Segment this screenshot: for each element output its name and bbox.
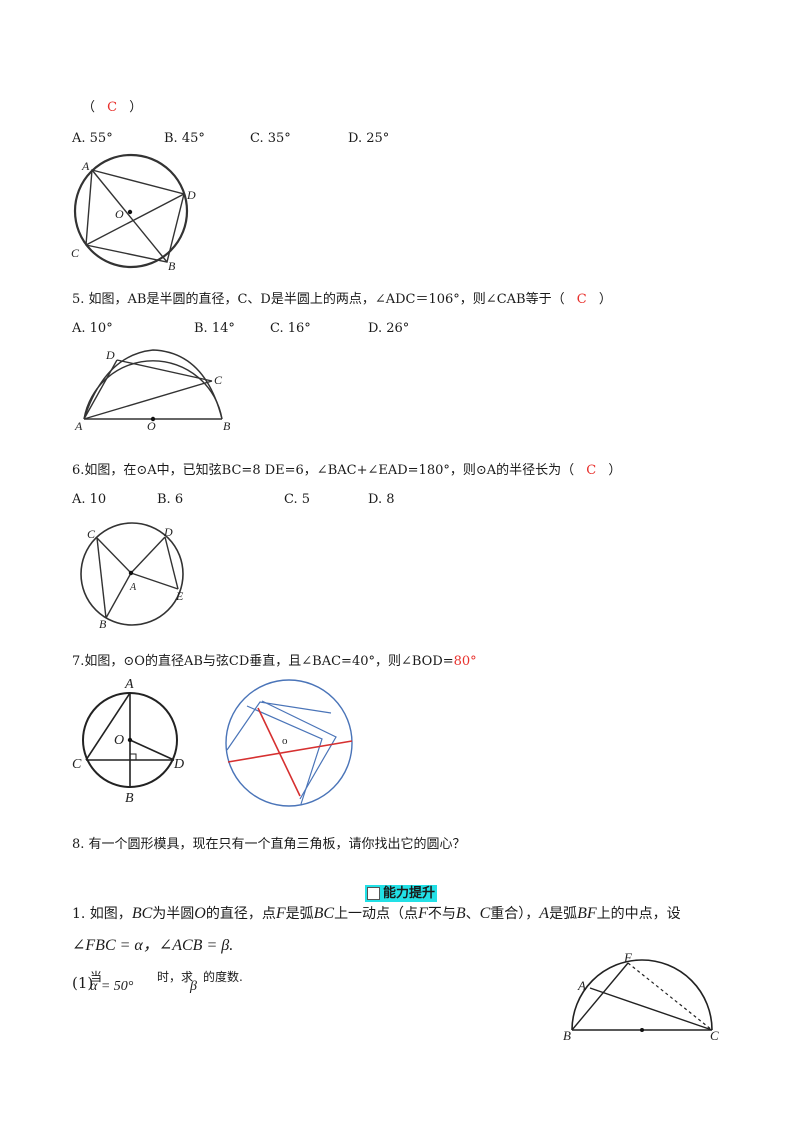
q7-answer: 80° <box>453 654 477 669</box>
p1-text-c: 的直径，点 <box>205 906 276 922</box>
p1-text-d: 是弧 <box>285 906 314 922</box>
p1-math-f: F <box>275 905 286 922</box>
q6-option-c: C. 5 <box>284 492 311 507</box>
p1-label-c: C <box>710 1028 719 1043</box>
q5-text: 5. 如图，AB是半圆的直径，C、D是半圆上的两点，∠ADC＝106°，则∠CA… <box>72 292 565 307</box>
q4-option-a: A. 55° <box>72 131 113 146</box>
q6-question: 6.如图，在⊙A中，已知弦BC=8 DE=6，∠BAC+∠EAD=180°，则⊙… <box>72 462 621 480</box>
p1-text-e: 上一动点（点 <box>334 906 419 922</box>
q4-option-b: B. 45° <box>164 131 205 146</box>
p1-math-bc2: BC <box>313 905 335 922</box>
p1-label-f: F <box>623 950 633 965</box>
q8-question: 8. 有一个圆形模具，现在只有一个直角三角板，请你找出它的圆心？ <box>72 836 466 854</box>
q7-question: 7.如图，⊙O的直径AB与弦CD垂直，且∠BAC=40°，则∠BOD=80° <box>72 653 477 671</box>
p1-math-a: A <box>539 905 550 922</box>
p1-math-f2: F <box>418 905 428 922</box>
heading-box-icon <box>367 887 380 900</box>
q4-option-d: D. 25° <box>348 131 390 146</box>
q7-label-d: D <box>173 757 184 772</box>
p1-text-a: 1. 如图， <box>72 906 132 922</box>
q5-label-d: D <box>105 348 115 362</box>
p1-sub-end: 的度数. <box>203 970 243 984</box>
q6-label-c: C <box>87 527 96 541</box>
p1-sub-num: (1) <box>72 974 94 992</box>
q5-option-c: C. 16° <box>270 321 311 336</box>
q6-option-d: D. 8 <box>368 492 395 507</box>
q6-answer: C <box>586 463 597 478</box>
q7-label-b: B <box>125 791 134 806</box>
p1-text-b: 为半圆 <box>152 906 195 922</box>
q6-option-a: A. 10 <box>72 492 107 507</box>
q4-answer: C <box>107 100 118 115</box>
p1-label-a: A <box>577 978 586 993</box>
q5-answer: C <box>576 292 587 307</box>
p1-math-bf: BF <box>577 905 597 922</box>
q5-label-b: B <box>223 419 231 433</box>
q4-paren-open: （ <box>82 100 96 115</box>
p1-sub-shi: 时，求 <box>157 970 194 984</box>
q6-label-e: E <box>175 589 184 603</box>
section-heading: 能力提升 <box>365 885 437 902</box>
p1-math-bc: BC <box>131 905 153 922</box>
p1-sub-beta: β <box>190 979 197 994</box>
p1-text-h: 重合）， <box>490 906 540 922</box>
q4-label-c: C <box>71 246 80 260</box>
p1-sub-cond: α = 50° <box>90 979 134 994</box>
q7-label-center: o <box>282 735 288 747</box>
q6-option-b: B. 6 <box>157 492 184 507</box>
p1-math-o: O <box>194 905 206 922</box>
p1-sub-dang: 当 <box>90 970 103 984</box>
q5-option-b: B. 14° <box>194 321 235 336</box>
q8-text: 8. 有一个圆形模具，现在只有一个直角三角板，请你找出它的圆心？ <box>72 837 466 852</box>
q4-label-o: O <box>115 207 124 221</box>
q6-text: 6.如图，在⊙A中，已知弦BC=8 DE=6，∠BAC+∠EAD=180°，则⊙… <box>72 463 575 478</box>
q5-label-o: O <box>147 419 156 433</box>
q6-label-a: A <box>129 582 137 593</box>
q6-label-b: B <box>99 617 107 631</box>
q5-label-a: A <box>74 419 83 433</box>
q4-label-a: A <box>81 159 90 173</box>
q4-label-d: D <box>186 188 196 202</box>
p1-text-j: 上的中点，设 <box>596 906 681 922</box>
q4-answer-line: （ C ） <box>82 99 142 117</box>
section-title: 能力提升 <box>383 886 436 901</box>
q7-label-a: A <box>124 677 134 692</box>
p1-text-f: 不与 <box>427 906 456 922</box>
q6-paren-close: ） <box>608 463 622 478</box>
q7-label-c: C <box>72 757 82 772</box>
q4-paren-close: ） <box>129 100 143 115</box>
q7-label-o: O <box>114 733 124 748</box>
p1-label-b: B <box>563 1028 571 1043</box>
q5-option-a: A. 10° <box>72 321 113 336</box>
q5-label-c: C <box>214 373 223 387</box>
q5-paren-close: ） <box>598 292 612 307</box>
p1-math-c: C <box>479 905 491 922</box>
q6-label-d: D <box>163 525 173 539</box>
q5-question: 5. 如图，AB是半圆的直径，C、D是半圆上的两点，∠ADC＝106°，则∠CA… <box>72 291 612 309</box>
q4-option-c: C. 35° <box>250 131 291 146</box>
q5-option-d: D. 26° <box>368 321 410 336</box>
p1-line1: 1. 如图，BC为半圆O的直径，点F是弧BC上一动点（点F不与B、C重合），A是… <box>72 905 681 923</box>
p1-math-b: B <box>455 905 466 922</box>
q4-label-b: B <box>168 259 176 273</box>
p1-text-i: 是弧 <box>549 906 578 922</box>
q7-text: 7.如图，⊙O的直径AB与弦CD垂直，且∠BAC=40°，则∠BOD= <box>72 654 454 669</box>
p1-text-g: 、 <box>465 906 480 922</box>
p1-line2: ∠FBC = α，∠ACB = β. <box>72 937 234 954</box>
